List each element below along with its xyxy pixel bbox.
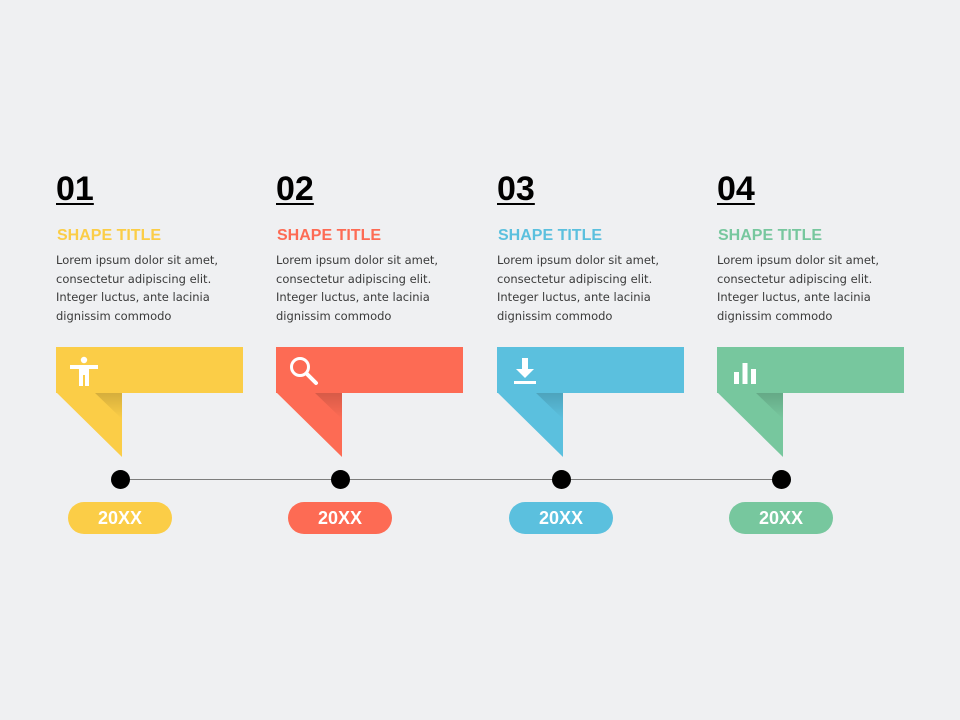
download-icon [514, 358, 536, 384]
timeline-line [121, 479, 783, 480]
year-badge: 20XX [509, 502, 613, 534]
timeline-dot [111, 470, 130, 489]
timeline-step-2: 02 SHAPE TITLE Lorem ipsum dolor sit ame… [276, 0, 476, 720]
timeline-step-3: 03 SHAPE TITLE Lorem ipsum dolor sit ame… [497, 0, 697, 720]
timeline-dot [552, 470, 571, 489]
search-icon [290, 357, 318, 385]
step-description: Lorem ipsum dolor sit amet, consectetur … [497, 253, 660, 323]
step-number: 02 [276, 170, 314, 208]
bar-chart-icon [734, 363, 756, 384]
timeline-step-4: 04 SHAPE TITLE Lorem ipsum dolor sit ame… [717, 0, 917, 720]
step-number: 04 [717, 170, 755, 208]
step-title: SHAPE TITLE [498, 227, 603, 244]
year-badge: 20XX [68, 502, 172, 534]
step-description: Lorem ipsum dolor sit amet, consectetur … [717, 253, 880, 323]
step-description: Lorem ipsum dolor sit amet, consectetur … [276, 253, 439, 323]
step-description: Lorem ipsum dolor sit amet, consectetur … [56, 253, 219, 323]
step-title: SHAPE TITLE [718, 227, 823, 244]
accessibility-icon [70, 356, 98, 386]
year-badge: 20XX [288, 502, 392, 534]
step-title: SHAPE TITLE [277, 227, 382, 244]
ribbon-flag [717, 347, 904, 457]
timeline-dot [331, 470, 350, 489]
step-title: SHAPE TITLE [57, 227, 162, 244]
timeline-dot [772, 470, 791, 489]
step-number: 01 [56, 170, 94, 208]
timeline-step-1: 01 SHAPE TITLE Lorem ipsum dolor sit ame… [56, 0, 256, 720]
step-number: 03 [497, 170, 535, 208]
year-badge: 20XX [729, 502, 833, 534]
